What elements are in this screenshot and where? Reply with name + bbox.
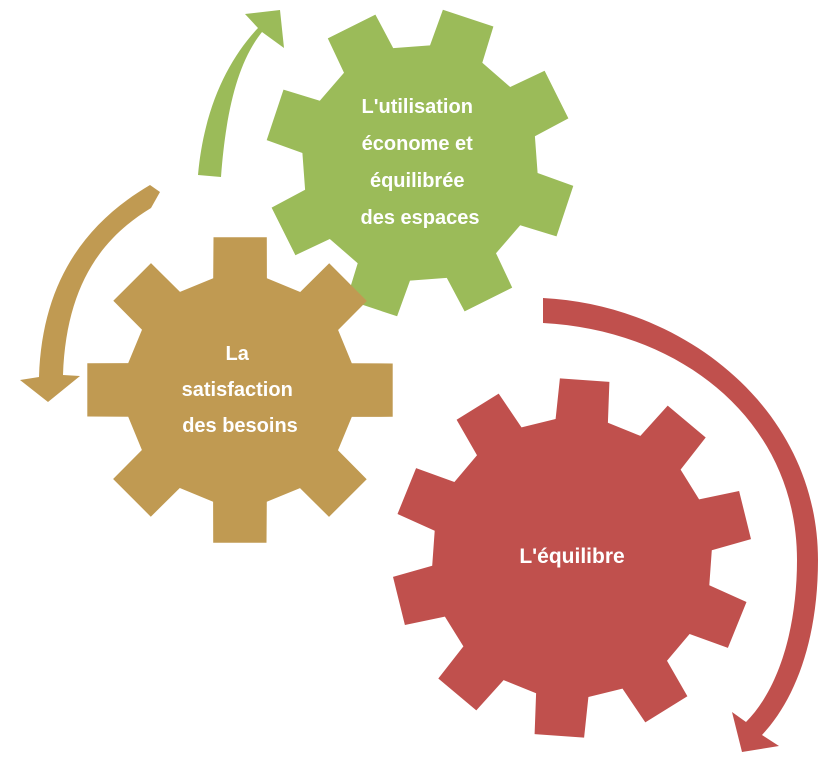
gear-satisfaction-line-3: des besoins (182, 415, 298, 437)
gear-utilisation-line-4: des espaces (361, 207, 480, 229)
tan-arrow (20, 185, 160, 402)
gear-equilibre: L'équilibre (393, 378, 751, 738)
gear-utilisation-line-2: économe et (362, 133, 473, 155)
gear-equilibre-line-1: L'équilibre (519, 545, 624, 568)
gear-utilisation-label: L'utilisation économe et équilibrée des … (361, 96, 480, 229)
gear-satisfaction-line-1: La (226, 343, 250, 365)
gear-satisfaction: La satisfaction des besoins (87, 237, 393, 543)
gear-satisfaction-shape (87, 237, 393, 543)
gear-satisfaction-line-2: satisfaction (182, 379, 293, 401)
gear-equilibre-shape (393, 378, 751, 738)
green-arrow (198, 10, 284, 177)
gear-utilisation-shape (266, 9, 574, 317)
red-arrow (543, 298, 818, 752)
gear-utilisation: L'utilisation économe et équilibrée des … (266, 9, 574, 317)
gear-utilisation-line-1: L'utilisation (362, 96, 473, 118)
gear-satisfaction-label: La satisfaction des besoins (182, 343, 299, 437)
gear-equilibre-label: L'équilibre (519, 545, 624, 568)
gear-utilisation-line-3: équilibrée (370, 170, 464, 192)
